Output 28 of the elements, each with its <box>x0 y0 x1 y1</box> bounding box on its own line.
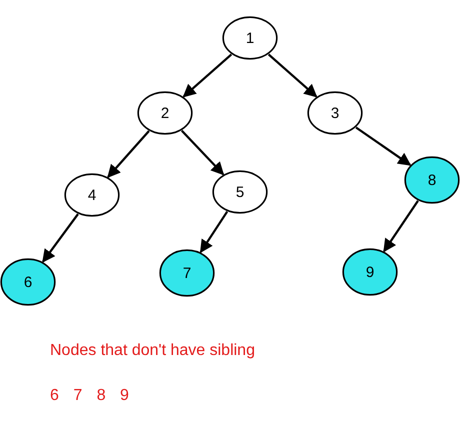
node-label: 1 <box>246 30 254 46</box>
arrow <box>182 54 232 98</box>
arrow <box>268 54 318 98</box>
number-list: 6 7 8 9 <box>50 387 129 405</box>
arrow <box>200 210 228 254</box>
tree-node <box>159 249 215 297</box>
node-label: 2 <box>160 104 170 122</box>
arrow <box>180 130 224 176</box>
node-label: 6 <box>24 274 32 290</box>
tree-node <box>64 173 120 217</box>
arrow <box>42 213 79 263</box>
node-label: 4 <box>88 186 96 204</box>
tree-node <box>342 248 398 296</box>
node-label: 9 <box>366 264 374 280</box>
arrow <box>355 126 412 166</box>
tree-node <box>404 156 460 204</box>
node-label: 3 <box>330 104 340 122</box>
arrow <box>383 200 419 252</box>
tree-node <box>307 91 363 135</box>
node-label: 7 <box>182 264 192 282</box>
tree-node <box>0 258 56 306</box>
note-text: Nodes that don't have sibling <box>50 342 255 360</box>
tree-node <box>137 91 193 135</box>
tree-node <box>222 16 278 60</box>
arrow <box>107 130 150 178</box>
tree-node <box>212 170 268 214</box>
node-label: 8 <box>428 172 436 188</box>
node-label: 5 <box>236 184 244 200</box>
